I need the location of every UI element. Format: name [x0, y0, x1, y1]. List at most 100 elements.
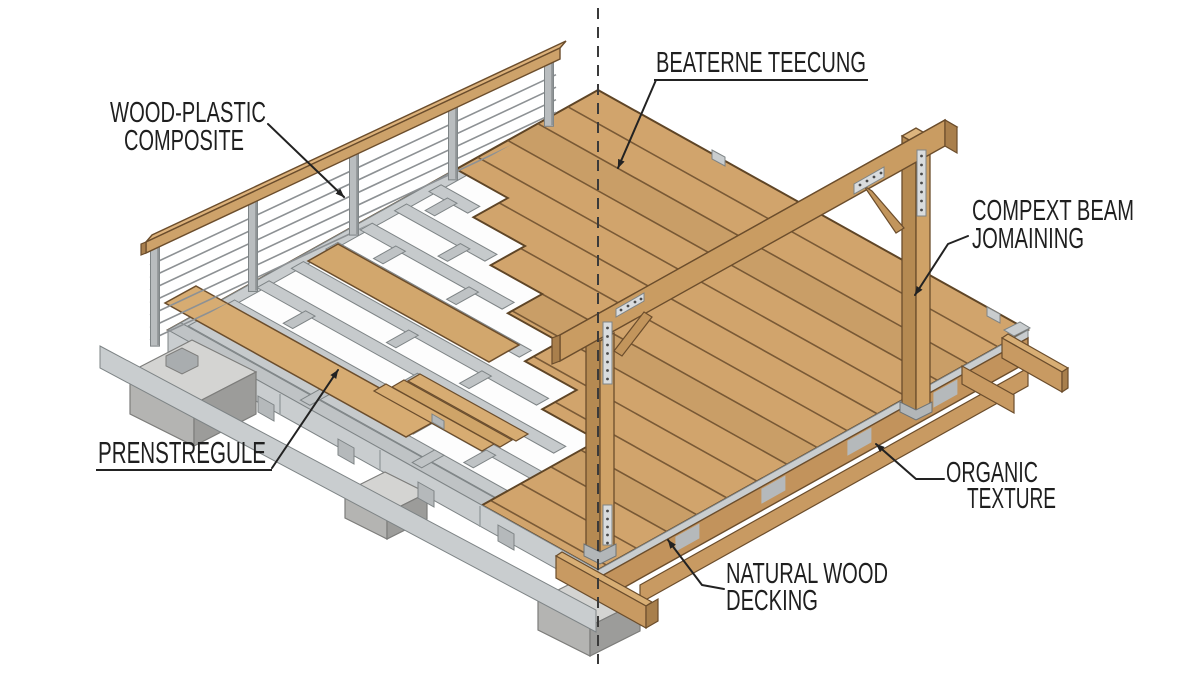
annotations: BEATERNE TEECUNG WOOD-PLASTIC COMPOSITE …: [96, 47, 1134, 617]
strap-dot: [606, 369, 609, 372]
blocking-piece: [411, 449, 446, 469]
post-base-bracket: [165, 347, 199, 375]
joist-end: [497, 524, 515, 551]
edge-clip-plate: [711, 149, 726, 167]
substructure: [99, 321, 1070, 657]
leader-line: [667, 539, 725, 590]
leader-line: [271, 369, 339, 469]
fascia-notch: [847, 427, 872, 456]
strap-dot: [920, 181, 923, 185]
strap-dot: [920, 154, 923, 158]
edge-clip-plate: [986, 306, 1001, 324]
label-wood-plastic-composite: WOOD-PLASTIC COMPOSITE: [110, 97, 345, 198]
strap-fastener-dots: [606, 154, 923, 545]
post-base-plate: [899, 401, 933, 421]
joist: [393, 203, 498, 262]
loose-deck-boards: [163, 243, 530, 452]
joist-end: [257, 395, 275, 422]
label-text: JOMAINING: [972, 223, 1084, 255]
front-support-beam: [554, 551, 659, 630]
label-text: COMPEXT BEAM: [972, 195, 1134, 227]
strap-dot: [920, 190, 923, 194]
strap-dot: [606, 335, 609, 338]
strap-dot: [606, 377, 609, 381]
label-text: BEATERNE TEECUNG: [656, 47, 866, 79]
strap-dot: [872, 175, 876, 179]
post-base-plate: [583, 543, 617, 565]
fascia-notch: [933, 379, 958, 408]
strap-dot: [606, 533, 609, 537]
joist: [255, 280, 567, 454]
joist: [359, 222, 516, 310]
label-prenstregule: PRENSTREGULE: [96, 369, 339, 471]
loose-board: [306, 243, 521, 363]
label-natural-wood-decking: NATURAL WOOD DECKING: [667, 539, 888, 617]
strap-dot: [606, 525, 609, 529]
blocking-piece: [282, 310, 317, 330]
joist-end: [337, 438, 355, 465]
strap-dot: [606, 541, 609, 545]
beam-end-face: [944, 118, 958, 155]
strap-dot: [606, 360, 609, 364]
strap-dot: [606, 517, 609, 521]
corner-clip-plate: [1002, 321, 1032, 337]
label-text: TEXTURE: [967, 483, 1056, 515]
frame-beam: [551, 118, 959, 365]
label-text: DECKING: [726, 585, 818, 617]
blocking-piece: [445, 286, 480, 306]
metal-straps: [602, 149, 927, 546]
strap-dot: [920, 208, 923, 212]
label-text: ORGANIC: [946, 457, 1038, 489]
timber-frame: [551, 118, 959, 565]
blocking-piece: [385, 329, 420, 349]
blocking-piece: [424, 197, 458, 217]
fascia-notch: [761, 475, 786, 504]
decking-cut-edge: [455, 168, 600, 506]
cap-end-face: [140, 241, 147, 256]
blocking-piece: [462, 449, 497, 469]
label-text: PRENSTREGULE: [98, 435, 266, 470]
strap-dot: [920, 172, 923, 176]
joist: [290, 261, 550, 406]
knee-brace-left: [613, 311, 653, 357]
joist: [427, 184, 481, 214]
blocking-piece: [458, 370, 493, 390]
label-beaterne-teecung: BEATERNE TEECUNG: [617, 47, 868, 169]
strap-dot: [606, 509, 609, 513]
strap-dot: [619, 308, 623, 312]
cable-railing: [140, 40, 567, 347]
right-corner-beams: [961, 321, 1070, 415]
blocking-piece: [437, 243, 471, 262]
fascia-notch: [675, 523, 700, 552]
label-text: COMPOSITE: [124, 125, 244, 157]
loose-board: [163, 285, 439, 438]
strap-dot: [639, 297, 643, 301]
blocking-piece: [372, 245, 407, 265]
railing-cap: [140, 40, 567, 256]
strap-dot: [865, 179, 869, 183]
strap-dot: [606, 326, 609, 330]
strap-dot: [858, 183, 862, 187]
label-compext-beam-jomaining: COMPEXT BEAM JOMAINING: [914, 195, 1134, 296]
label-text: WOOD-PLASTIC: [110, 97, 266, 129]
knee-brace-right: [863, 185, 905, 234]
strap-dot: [606, 352, 609, 355]
frame-post-right: [899, 127, 933, 421]
label-text: NATURAL WOOD: [726, 558, 888, 590]
leader-line: [267, 123, 345, 198]
strap-dot: [633, 300, 637, 304]
leader-line: [914, 235, 969, 296]
label-organic-texture: ORGANIC TEXTURE: [875, 443, 1056, 515]
leader-line: [875, 443, 945, 480]
strap-dot: [626, 304, 630, 308]
railing-posts: [150, 61, 554, 347]
leader-line: [617, 79, 657, 169]
strap-dot: [606, 343, 609, 347]
strap-dot: [920, 163, 923, 167]
joist-end: [417, 481, 435, 508]
board-stack: [372, 373, 530, 452]
beam-end-face: [551, 334, 561, 365]
strap-dot: [920, 199, 923, 203]
